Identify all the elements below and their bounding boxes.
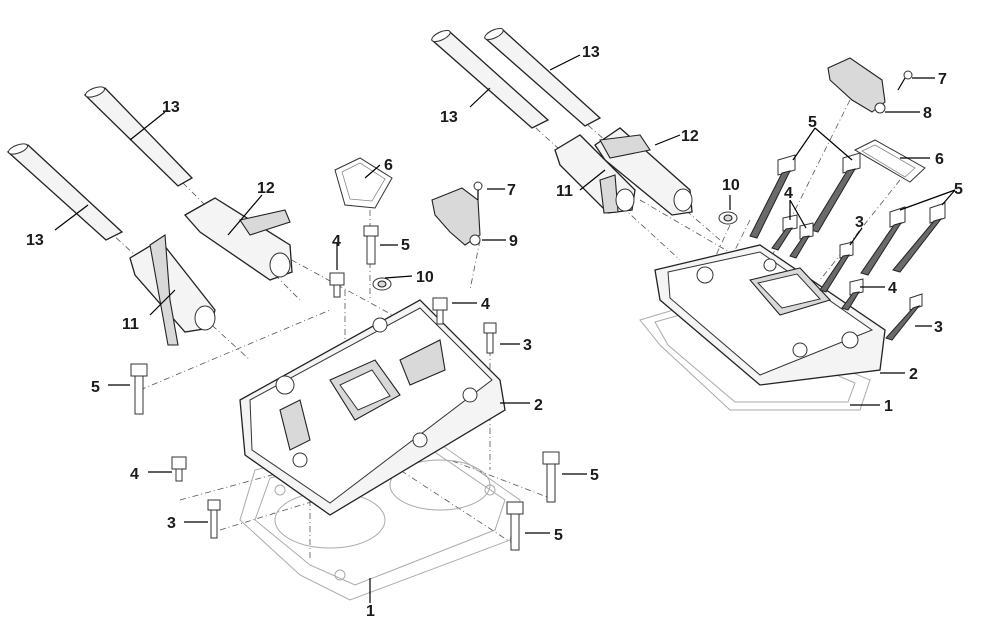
left-bolt-3b (207, 499, 221, 539)
callout-7-left: 7 (507, 182, 516, 199)
right-nut-4c (841, 278, 864, 311)
callout-10-left: 10 (416, 269, 434, 286)
callout-11-right: 11 (556, 183, 573, 200)
right-nut-4a (771, 214, 798, 251)
left-nut-4a (329, 272, 345, 298)
left-nut-4c (171, 456, 187, 482)
callout-10-right: 10 (722, 177, 740, 194)
callout-1-right: 1 (884, 398, 893, 415)
left-gasket-6 (334, 157, 393, 209)
callout-4-left-a: 4 (332, 233, 341, 250)
callout-5-left-d: 5 (554, 527, 563, 544)
right-rocker-arm-12 (594, 127, 693, 216)
right-gasket-6 (853, 139, 926, 183)
callout-5-left-b: 5 (91, 379, 100, 396)
callout-5-right-b: 5 (954, 181, 963, 198)
left-pushrod-lower (6, 143, 124, 241)
callout-13-left-upper: 13 (162, 99, 180, 116)
callout-9: 9 (509, 233, 518, 250)
left-washer-10 (372, 277, 392, 291)
right-pushrod-left (430, 29, 550, 129)
callout-2-right: 2 (909, 366, 918, 383)
callout-6-right: 6 (935, 151, 944, 168)
right-nut-4b (789, 222, 814, 259)
callout-3-right-a: 3 (855, 214, 864, 231)
left-rocker-arm-12 (183, 197, 293, 281)
left-bracket-9 (431, 187, 481, 246)
left-rocker-arm-11 (129, 234, 216, 346)
right-bolt-3a (819, 241, 854, 293)
left-centerlines (19, 99, 556, 560)
callout-4-right-a: 4 (784, 185, 793, 202)
left-rocker-housing (239, 299, 506, 516)
callout-4-right-b: 4 (888, 280, 897, 297)
left-screw-7 (473, 181, 483, 200)
callout-labels: 13 13 12 11 6 7 9 4 5 10 4 3 5 2 4 5 3 5… (26, 44, 963, 620)
callout-3-left-a: 3 (523, 337, 532, 354)
callout-12-right: 12 (681, 128, 699, 145)
left-bolt-5a (363, 225, 379, 265)
callout-13-left-lower: 13 (26, 232, 44, 249)
callout-8: 8 (923, 105, 932, 122)
right-bolt-5d (892, 202, 946, 273)
right-bolt-5b (810, 152, 861, 233)
right-rocker-arm-11 (554, 134, 636, 214)
left-bolt-3a (483, 322, 497, 354)
left-bolt-5d (506, 501, 524, 551)
right-bracket-8 (827, 57, 886, 114)
callout-5-left-c: 5 (590, 467, 599, 484)
callout-4-left-b: 4 (481, 296, 490, 313)
callout-4-left-c: 4 (130, 466, 139, 483)
callout-6-left: 6 (384, 157, 393, 174)
callout-7-right: 7 (938, 71, 947, 88)
callout-5-left-a: 5 (401, 237, 410, 254)
callout-3-right-b: 3 (934, 319, 943, 336)
callout-5-right-a: 5 (808, 114, 817, 131)
left-bolt-5c (542, 451, 560, 503)
left-nut-4b (432, 297, 448, 325)
right-bolt-3b (885, 293, 923, 341)
left-bolt-5b (130, 363, 148, 415)
callout-13-right-a: 13 (582, 44, 600, 61)
callout-1-left: 1 (366, 603, 375, 620)
callout-13-right-b: 13 (440, 109, 458, 126)
right-washer-10 (718, 211, 738, 225)
right-pushrod-right (483, 27, 602, 127)
right-bolt-5a (749, 154, 796, 239)
left-pushrod-upper (83, 86, 194, 187)
right-screw-7 (897, 70, 913, 91)
callout-3-left-b: 3 (167, 515, 176, 532)
leader-lines (54, 54, 956, 603)
right-bolt-5c (860, 206, 906, 276)
callout-2-left: 2 (534, 397, 543, 414)
right-rocker-housing (654, 244, 886, 386)
callout-11-left: 11 (122, 316, 139, 333)
callout-12-left: 12 (257, 180, 275, 197)
